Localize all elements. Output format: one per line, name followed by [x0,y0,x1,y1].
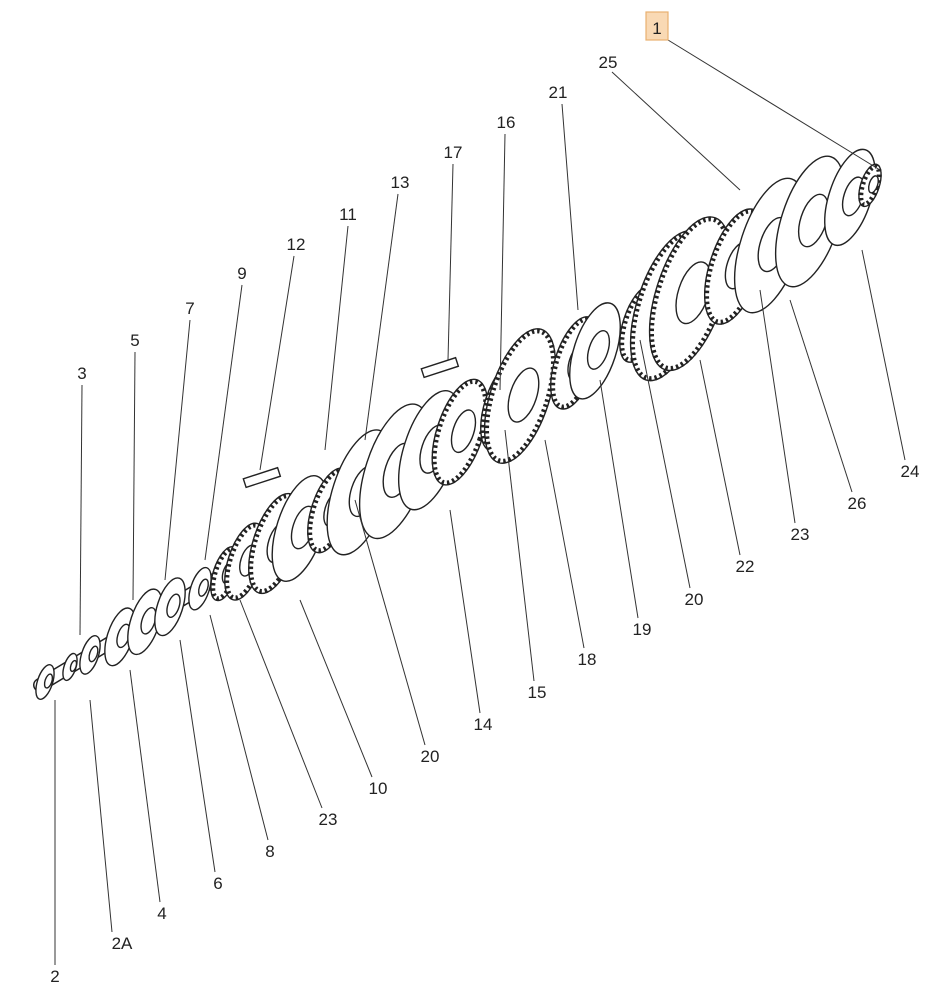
callout-10[interactable]: 10 [369,779,388,798]
leader-line [599,379,639,619]
callout-labels: 1 25 21 16 17 13 11 12 9 7 5 3 2 2A 4 6 8 23 10 20 14 15 18 19 2… [50,19,919,986]
leader-line [667,39,881,171]
callout-25[interactable]: 25 [599,53,618,72]
leader-line [561,103,579,311]
callout-15[interactable]: 15 [528,683,547,702]
bore [867,175,879,194]
leader-line [447,163,454,361]
leader-line [611,71,741,191]
callout-13[interactable]: 13 [391,173,410,192]
callout-9[interactable]: 9 [237,264,246,283]
callout-24[interactable]: 24 [901,462,920,481]
callout-5[interactable]: 5 [130,331,139,350]
bore [450,409,477,454]
callout-18[interactable]: 18 [578,650,597,669]
callout-1[interactable]: 1 [652,19,661,38]
callout-12[interactable]: 12 [287,235,306,254]
callout-19[interactable]: 19 [633,620,652,639]
callout-23[interactable]: 23 [319,810,338,829]
leader-line [544,439,585,649]
callout-3[interactable]: 3 [77,364,86,383]
callout-7[interactable]: 7 [185,299,194,318]
callout-21[interactable]: 21 [549,83,568,102]
highlighted-callout-box[interactable] [645,11,669,41]
leader-line [449,509,481,714]
callout-26[interactable]: 26 [848,494,867,513]
bore [69,659,78,673]
leader-line [204,284,243,561]
leader-line [639,339,691,589]
callout-23[interactable]: 23 [791,525,810,544]
callout-2[interactable]: 2 [50,967,59,986]
leader-line [324,225,349,451]
leader-line [164,319,191,581]
leader-line [759,289,796,524]
callout-8[interactable]: 8 [265,842,274,861]
leader-line [861,249,906,461]
bore [43,673,54,689]
leader-line [364,193,399,441]
leader-lines [54,39,906,965]
leader-line [699,359,741,556]
leader-line [209,614,269,841]
callout-2A[interactable]: 2A [112,934,133,953]
bore [88,645,99,663]
callout-14[interactable]: 14 [474,715,493,734]
bore [166,593,181,619]
key-part [242,466,282,489]
leader-line [259,255,295,471]
key-part [420,356,460,379]
leader-line [239,599,323,809]
callout-20[interactable]: 20 [421,747,440,766]
leader-line [129,669,161,903]
leader-line [89,699,113,933]
callout-4[interactable]: 4 [157,904,166,923]
bore [197,578,209,597]
leader-line [179,639,216,873]
callout-22[interactable]: 22 [736,557,755,576]
leader-line [504,429,535,682]
callout-6[interactable]: 6 [213,874,222,893]
callout-16[interactable]: 16 [497,113,516,132]
callout-17[interactable]: 17 [444,143,463,162]
leader-line [299,599,373,778]
leader-line [354,499,426,746]
leader-line [79,384,83,636]
leader-line [499,133,506,391]
gear-teeth [431,378,489,486]
gear-teeth [484,328,556,464]
callout-20[interactable]: 20 [685,590,704,609]
parts-layer [33,148,882,700]
leader-line [789,299,853,493]
bore [507,367,540,423]
leader-line [132,351,136,601]
bore [586,329,611,370]
callout-11[interactable]: 11 [339,205,357,224]
